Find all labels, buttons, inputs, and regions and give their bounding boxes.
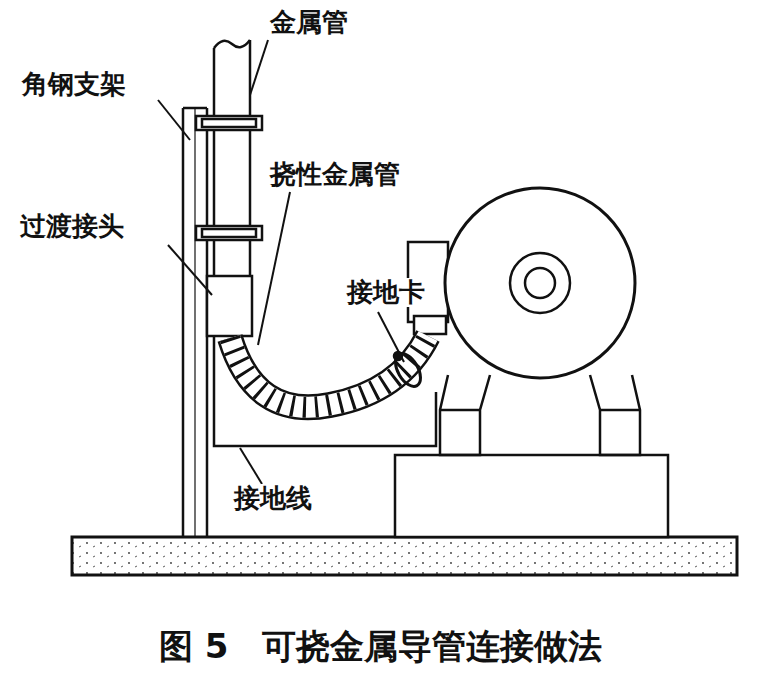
motor — [445, 188, 635, 378]
ground-clamp — [390, 349, 425, 390]
motor-feet — [440, 375, 640, 455]
box-fitting — [414, 316, 446, 334]
leader-line — [158, 40, 404, 484]
part-label: 接地线 — [232, 484, 314, 513]
angle-steel — [183, 108, 207, 537]
figure-caption: 图 5 可挠金属导管连接做法 — [159, 624, 603, 670]
part-label: 金属管 — [268, 8, 350, 37]
flexible-conduit — [230, 336, 428, 407]
floor-slab — [72, 537, 737, 575]
pipe-clamp — [196, 116, 262, 240]
ground-wire — [214, 336, 436, 446]
transition-joint — [207, 276, 252, 336]
part-label: 过渡接头 — [18, 212, 126, 241]
part-label: 角钢支架 — [20, 70, 128, 99]
part-label: 挠性金属管 — [268, 160, 402, 189]
motor-base — [395, 455, 668, 537]
part-label: 接地卡 — [345, 278, 427, 307]
